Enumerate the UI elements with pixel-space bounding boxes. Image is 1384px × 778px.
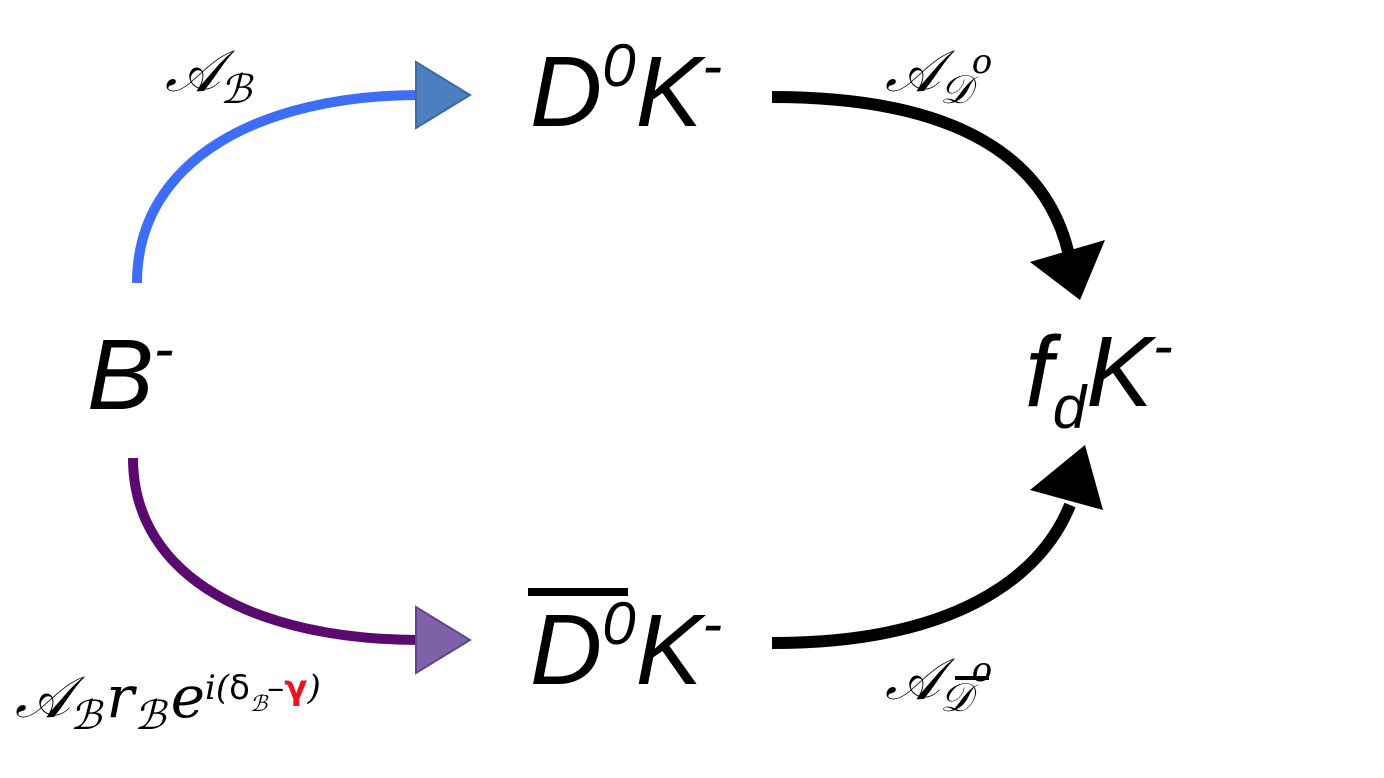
node-b-minus: B- [87, 319, 174, 426]
arrow-d0bark-to-fdk [771, 502, 1076, 649]
node-b-base: B [87, 319, 154, 431]
node-d0bar-meson-sup: 0 [602, 590, 636, 657]
node-d0-kaon: K [635, 36, 703, 148]
amp-d0-sub: 𝒟 [939, 67, 972, 113]
amp-supp-close: ) [307, 668, 321, 708]
node-fd-kaon-sup: - [1152, 312, 1173, 379]
node-fd-kminus: fdK- [1025, 316, 1173, 438]
node-fd-f: f [1025, 316, 1053, 428]
arrow-b-to-d0k [132, 90, 421, 284]
amp-b-sub: ℬ [219, 67, 252, 113]
amp-supp-e: e [170, 663, 206, 731]
amp-supp-delta: δ [229, 668, 250, 708]
node-d0-meson: D [530, 36, 603, 148]
amp-d0bar-overline [955, 676, 989, 680]
arrowhead-b-to-d0k [415, 60, 472, 130]
node-fd-sub: d [1052, 374, 1087, 441]
node-d0-kminus: D0K- [530, 36, 722, 143]
amp-supp-minus: – [267, 668, 285, 708]
d0bar-overline [528, 588, 628, 596]
arrowhead-b-to-d0bark [415, 605, 472, 675]
amp-supp-a: 𝒜 [15, 663, 70, 731]
label-amp-b: 𝒜ℬ [165, 42, 251, 110]
amp-d0-sup: o [971, 42, 993, 82]
amp-supp-r-sub: ℬ [134, 693, 166, 739]
node-b-charge: - [153, 315, 174, 382]
amp-supp-exp-i: i( [205, 668, 230, 708]
amp-d0bar-sup: o [971, 650, 993, 690]
arrow-b-to-d0bark [128, 457, 421, 645]
node-fd-kaon: K [1086, 316, 1153, 428]
amp-supp-r: r [106, 663, 135, 731]
label-amp-suppressed: 𝒜ℬ rℬ ei(δℬ–γ) [15, 668, 321, 736]
label-amp-d0: 𝒜𝒟o [885, 42, 993, 110]
amp-d0bar-a: 𝒜 [885, 645, 940, 713]
node-d0-meson-sup: 0 [602, 32, 636, 99]
node-d0bar-kaon: K [635, 594, 703, 706]
node-d0-kaon-sup: - [702, 32, 723, 99]
arrow-d0k-to-fdk [771, 91, 1076, 262]
amp-b-a: 𝒜 [165, 37, 220, 105]
amp-d0bar-sub: 𝒟 [939, 675, 972, 721]
node-d0bar-kminus: D0K- [530, 594, 722, 701]
amp-supp-a-sub: ℬ [69, 693, 102, 739]
label-amp-d0bar: 𝒜𝒟o [885, 650, 993, 718]
node-d0bar-meson: D [530, 594, 603, 706]
node-d0bar-kaon-sup: - [702, 590, 723, 657]
amp-d0-a: 𝒜 [885, 37, 940, 105]
arrowhead-d0k-to-fdk [1030, 240, 1105, 300]
arrowhead-d0bark-to-fdk [1030, 445, 1103, 510]
amp-supp-gamma: γ [284, 668, 308, 708]
amp-supp-delta-sub: ℬ [249, 692, 268, 717]
